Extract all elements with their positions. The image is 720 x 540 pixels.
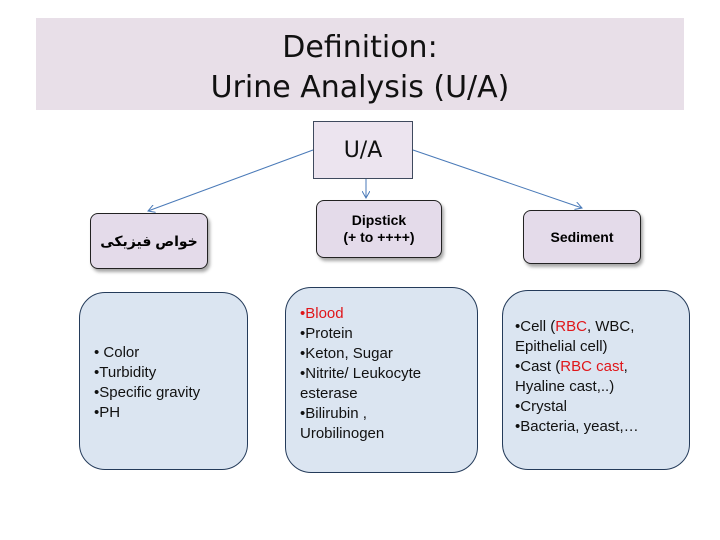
list-item: •Specific gravity xyxy=(94,384,201,401)
list-item: •Bilirubin , xyxy=(300,405,367,422)
cast-suffix: , xyxy=(623,358,628,375)
dipstick-label: Dipstick xyxy=(351,212,407,228)
title-band: Definition: Urine Analysis (U/A) xyxy=(36,18,684,110)
root-node-ua: U/A xyxy=(313,121,413,179)
category-physical-properties: خواص فیزیکی xyxy=(90,213,208,269)
list-item-cell: •Cell (RBC, WBC, xyxy=(515,317,681,337)
slide-title-line2: Urine Analysis (U/A) xyxy=(210,70,510,105)
dipstick-sublabel: (+ to ++++) xyxy=(343,229,415,245)
physical-properties-card: • Color •Turbidity •Specific gravity •PH xyxy=(79,292,248,470)
list-item: •Keton, Sugar xyxy=(300,345,393,362)
list-item-continuation: Hyaline cast,..) xyxy=(515,378,615,395)
list-item: •Crystal xyxy=(515,398,567,415)
cell-prefix: •Cell ( xyxy=(515,318,556,335)
list-item-cast: •Cast (RBC cast, xyxy=(515,357,681,377)
list-item: •PH xyxy=(94,404,121,421)
category-sediment: Sediment xyxy=(523,210,641,264)
cast-prefix: •Cast ( xyxy=(515,358,561,375)
cell-rbc-highlight: RBC xyxy=(555,318,587,335)
list-item: • Color xyxy=(94,344,140,361)
sediment-label: Sediment xyxy=(550,228,614,245)
dipstick-card: •Blood •Protein •Keton, Sugar •Nitrite/ … xyxy=(285,287,478,473)
cast-rbc-highlight: RBC cast xyxy=(560,358,624,375)
list-item-blood: •Blood xyxy=(300,305,344,322)
list-item: •Protein xyxy=(300,325,353,342)
list-item-continuation: Urobilinogen xyxy=(300,425,385,442)
slide-title-line1: Definition: xyxy=(282,30,438,65)
category-dipstick: Dipstick (+ to ++++) xyxy=(316,200,442,258)
list-item-continuation: Epithelial cell) xyxy=(515,338,608,355)
list-item: •Nitrite/ Leukocyte xyxy=(300,365,422,382)
sediment-card: •Cell (RBC, WBC, Epithelial cell) •Cast … xyxy=(502,290,690,470)
category-physical-label: خواص فیزیکی xyxy=(100,232,198,249)
cell-suffix: , WBC, xyxy=(586,318,635,335)
list-item: •Turbidity xyxy=(94,364,157,381)
arrow-to-sediment xyxy=(412,149,582,208)
arrow-to-physical xyxy=(148,149,314,211)
list-item: •Bacteria, yeast,… xyxy=(515,418,639,435)
list-item-continuation: esterase xyxy=(300,385,358,402)
